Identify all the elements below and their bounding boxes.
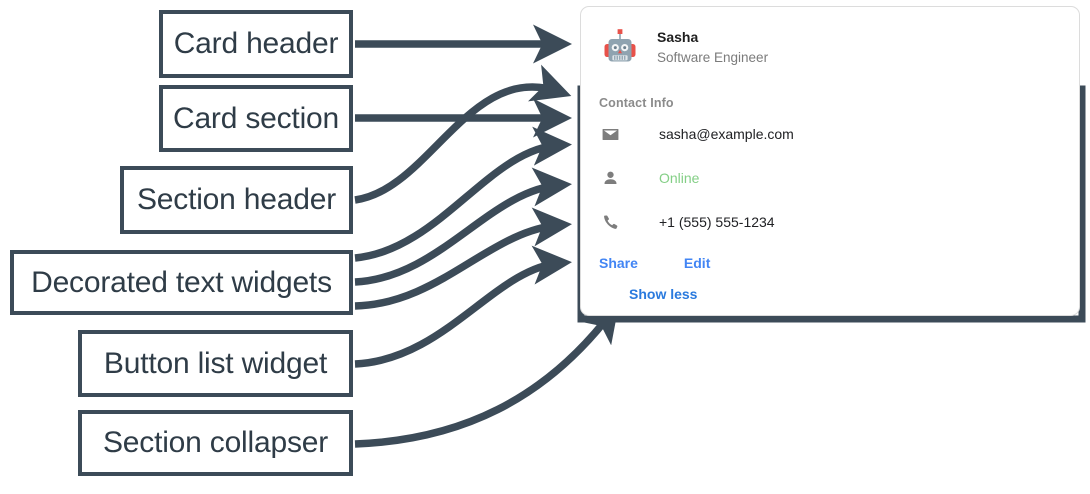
- robot-avatar-icon: [599, 27, 641, 69]
- email-icon: [599, 123, 621, 145]
- person-subtitle: Software Engineer: [657, 49, 769, 65]
- share-button[interactable]: Share: [599, 255, 638, 271]
- label-decorated-text-widgets: Decorated text widgets: [10, 250, 353, 315]
- identity-block: Sasha Software Engineer: [657, 29, 768, 68]
- button-list-widget: Share Edit: [599, 246, 1079, 280]
- section-header: Contact Info: [599, 96, 674, 110]
- phone-value: +1 (555) 555-1234: [659, 214, 775, 230]
- decorated-text-widget-email: sasha@example.com: [599, 114, 1079, 154]
- card-section: Contact Info sasha@example.com: [581, 96, 1079, 304]
- label-card-header: Card header: [159, 10, 353, 78]
- arrow-decorated-status: [354, 167, 572, 286]
- decorated-text-widget-phone: +1 (555) 555-1234: [599, 202, 1079, 242]
- label-section-header: Section header: [120, 166, 353, 234]
- arrow-section-collapser: [354, 302, 620, 448]
- section-collapser-button[interactable]: Show less: [629, 286, 698, 302]
- arrow-decorated-email: [354, 126, 572, 262]
- person-name: Sasha: [657, 28, 699, 45]
- edit-button[interactable]: Edit: [683, 255, 711, 271]
- status-value: Online: [659, 170, 700, 186]
- card-header: Sasha Software Engineer: [581, 7, 1079, 75]
- label-card-section: Card section: [159, 85, 353, 152]
- person-icon: [599, 167, 621, 189]
- arrow-section-header: [354, 64, 572, 204]
- label-section-collapser: Section collapser: [78, 410, 353, 476]
- decorated-text-widget-status: Online: [599, 158, 1079, 198]
- phone-icon: [599, 211, 621, 233]
- contact-card: Sasha Software Engineer Contact Info sas…: [580, 6, 1080, 316]
- arrow-decorated-phone: [354, 207, 572, 310]
- label-button-list-widget: Button list widget: [78, 330, 353, 397]
- arrow-button-list: [354, 245, 572, 368]
- email-value: sasha@example.com: [659, 126, 794, 142]
